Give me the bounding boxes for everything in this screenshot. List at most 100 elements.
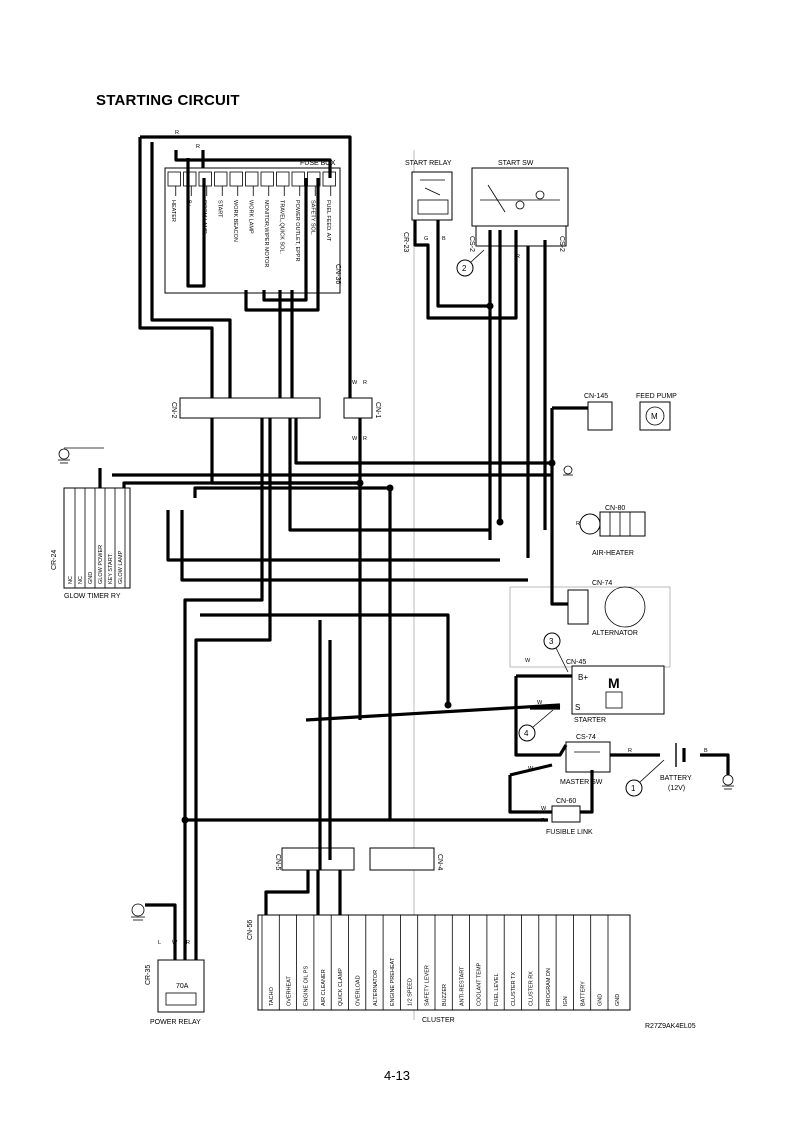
fuse-label: POWER OUTLET, EPPR <box>294 200 300 261</box>
fuse-label: START <box>217 200 223 218</box>
cr23-label: CR-23 <box>402 232 409 252</box>
fuse-cell <box>229 171 243 187</box>
svg-text:CS-74: CS-74 <box>576 734 596 741</box>
fuse-cell <box>260 171 274 187</box>
svg-text:4: 4 <box>524 729 529 738</box>
svg-text:FUSIBLE LINK: FUSIBLE LINK <box>546 829 593 836</box>
fuse-label: SAFETY SOL. <box>310 200 316 236</box>
svg-text:FEED PUMP: FEED PUMP <box>636 393 677 400</box>
svg-text:S: S <box>575 703 580 712</box>
drawing-code: R27Z9AK4EL05 <box>645 1023 696 1030</box>
cluster-pin-label: 1/2 SPEED <box>407 978 413 1006</box>
cluster-pin-label: ENGINE PREHEAT <box>390 957 396 1006</box>
cluster-pin-label: TACHO <box>269 986 275 1006</box>
fuse-cell <box>183 171 197 187</box>
glow-pin-label: GND <box>88 572 94 584</box>
cluster-pin-label: SAFETY LEVER <box>425 965 431 1006</box>
svg-text:CR-24: CR-24 <box>51 550 58 570</box>
svg-text:BATTERY: BATTERY <box>660 775 692 782</box>
svg-text:POWER RELAY: POWER RELAY <box>150 1019 201 1026</box>
cluster-pin-label: AIR CLEANER <box>321 969 327 1006</box>
start-relay: START RELAY CR-23 <box>402 160 453 252</box>
svg-text:CN-80: CN-80 <box>605 505 625 512</box>
fuse-cell <box>245 171 259 187</box>
fuse-label: TRAVEL,QUICK SOL. <box>279 200 285 254</box>
cluster-pin-label: ALTERNATOR <box>373 970 379 1006</box>
connector-cn1: CN-1 <box>343 397 381 419</box>
glow-pin-label: NC <box>78 576 84 584</box>
svg-text:R: R <box>186 940 190 946</box>
svg-text:1: 1 <box>631 784 636 793</box>
starter: CN-45 B+ S M STARTER <box>566 659 665 724</box>
svg-text:R: R <box>363 380 367 386</box>
svg-text:ALTERNATOR: ALTERNATOR <box>592 630 638 637</box>
start-relay-label: START RELAY <box>405 160 452 167</box>
wire-color-labels: R R R W R W R W W W R B W R L R W G B L … <box>158 130 708 946</box>
svg-text:W: W <box>352 380 358 386</box>
battery: BATTERY (12V) <box>660 743 692 792</box>
svg-text:CN-4: CN-4 <box>436 854 443 870</box>
svg-text:CR-35: CR-35 <box>145 965 152 985</box>
connector-cn2: CN-2 <box>170 397 321 419</box>
cluster-pin-label: GND <box>615 994 621 1006</box>
svg-text:GLOW TIMER RY: GLOW TIMER RY <box>64 593 121 600</box>
svg-text:CN-2: CN-2 <box>170 402 177 418</box>
cluster-pin-label: COOLANT TEMP <box>477 962 483 1006</box>
callout-4: 4 <box>518 709 554 742</box>
fuse-label: FUEL FEED. A/T <box>325 200 331 242</box>
feed-pump: CN-145 FEED PUMP M <box>584 393 677 431</box>
cluster-pin-label: ANTI-RESTART <box>459 966 465 1006</box>
svg-text:L: L <box>158 940 161 946</box>
svg-text:2: 2 <box>462 264 467 273</box>
cs-label: CS-2 <box>558 236 565 252</box>
fuse-box-label: FUSE BOX <box>300 160 336 167</box>
svg-text:STARTER: STARTER <box>574 717 606 724</box>
svg-text:W: W <box>537 700 543 706</box>
svg-text:CLUSTER: CLUSTER <box>422 1017 455 1024</box>
svg-text:AIR-HEATER: AIR-HEATER <box>592 550 634 557</box>
svg-text:MASTER SW: MASTER SW <box>560 779 603 786</box>
svg-text:R: R <box>576 521 580 527</box>
connector-cn4: CN-4 <box>369 847 443 871</box>
page-title: STARTING CIRCUIT <box>96 92 240 109</box>
cluster-pin-label: BATTERY <box>580 981 586 1006</box>
cluster-pin-label: GND <box>598 994 604 1006</box>
glow-pin-label: NC <box>68 576 74 584</box>
air-heater: CN-80 AIR-HEATER <box>579 505 646 557</box>
svg-text:W: W <box>541 806 547 812</box>
cluster-pin-label: FUEL LEVEL <box>494 973 500 1006</box>
svg-text:W: W <box>352 436 358 442</box>
svg-text:CN-45: CN-45 <box>566 659 586 666</box>
fuse-cell <box>276 171 290 187</box>
svg-text:CN-60: CN-60 <box>556 798 576 805</box>
svg-text:R: R <box>196 144 200 150</box>
svg-text:CN-1: CN-1 <box>374 402 381 418</box>
cluster-pin-label: IGN <box>563 996 569 1006</box>
glow-pin-label: GLOW LAMP <box>118 550 124 584</box>
cluster-pin-label: PROGRAM DN <box>546 968 552 1006</box>
svg-text:L: L <box>498 254 501 260</box>
cluster-pin-label: BUZZER <box>442 984 448 1006</box>
callout-3: 3 <box>543 632 569 673</box>
svg-text:(12V): (12V) <box>668 785 685 792</box>
wiring <box>98 135 730 960</box>
fuse-cell <box>167 171 181 187</box>
page-number: 4-13 <box>383 1068 411 1083</box>
svg-text:R: R <box>175 130 179 136</box>
junction-dots <box>181 302 556 824</box>
glow-pin-label: KEY START <box>108 553 114 584</box>
cluster-pin-label: QUICK CLAMP <box>338 968 344 1006</box>
svg-text:70A: 70A <box>176 983 189 990</box>
glow-pin-label: GLOW POWER <box>98 545 104 584</box>
alternator: CN-74 ALTERNATOR <box>509 580 671 668</box>
cluster-pin-label: CLUSTER TX <box>511 972 517 1006</box>
fusible-link: CN-60 FUSIBLE LINK <box>546 798 593 836</box>
svg-text:R: R <box>628 748 632 754</box>
svg-text:B: B <box>442 236 446 242</box>
svg-text:CN-145: CN-145 <box>584 393 608 400</box>
svg-text:M: M <box>608 675 620 691</box>
start-sw-label: START SW <box>498 160 534 167</box>
svg-text:W: W <box>172 940 178 946</box>
